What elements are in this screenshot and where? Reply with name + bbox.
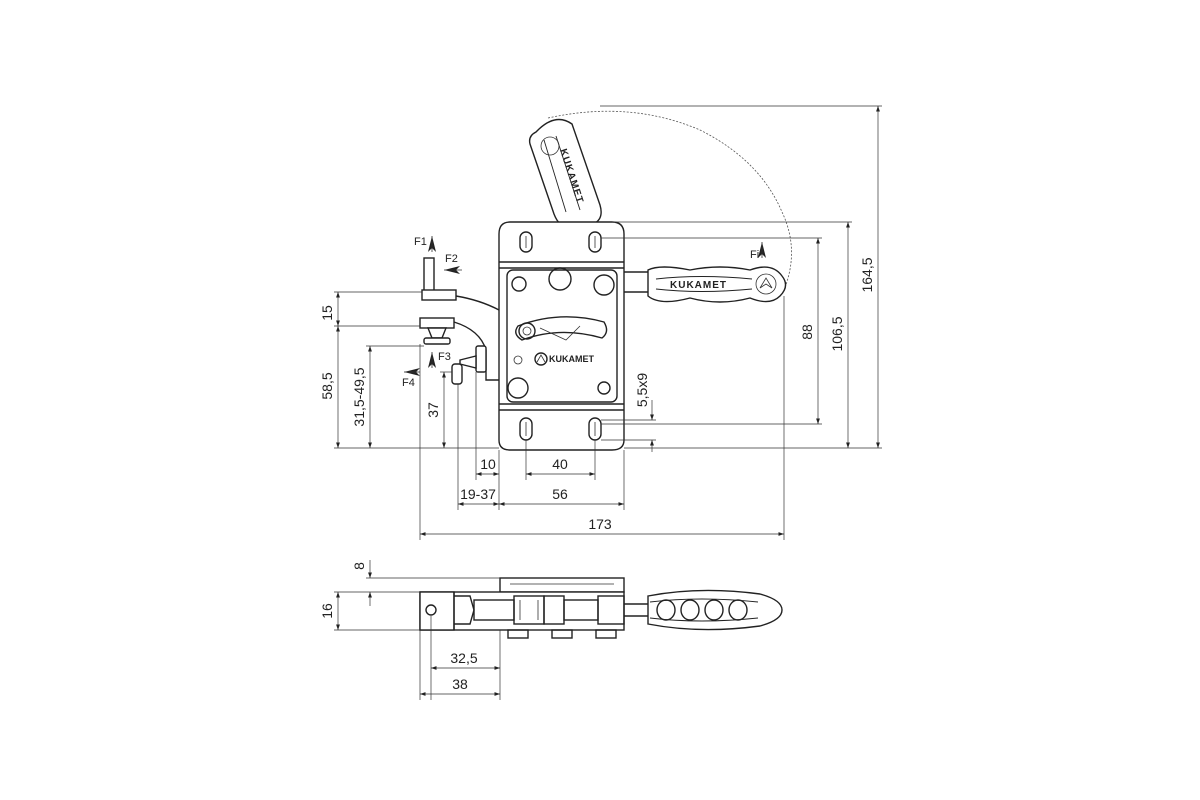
dim-106-5: 106,5 <box>829 316 845 351</box>
dim-15: 15 <box>319 305 335 321</box>
handle-swing-arc <box>547 110 792 291</box>
body-brand-text: KUKAMET <box>549 354 594 364</box>
force-label-f2: F2 <box>445 253 458 265</box>
front-dimensions: 15 58,5 31,5-49,5 37 10 40 <box>319 105 882 540</box>
dim-88: 88 <box>799 324 815 340</box>
front-view: KUKAMET <box>319 105 882 540</box>
handle-brand-text: KUKAMET <box>670 280 727 291</box>
force-label-f4: F4 <box>402 377 415 389</box>
dim-164-5: 164,5 <box>859 257 875 292</box>
dim-173: 173 <box>588 516 612 532</box>
dim-10: 10 <box>480 456 496 472</box>
dim-19-37: 19-37 <box>460 486 496 502</box>
dim-40: 40 <box>552 456 568 472</box>
force-arrows: F1 F2 F3 F4 Fi <box>402 236 766 389</box>
force-label-fi: Fi <box>750 249 759 261</box>
spindle-assembly <box>419 257 500 385</box>
force-label-f3: F3 <box>438 351 451 363</box>
closed-handle: KUKAMET <box>624 266 787 303</box>
dim-5-5x9: 5,5x9 <box>634 373 650 407</box>
force-label-f1: F1 <box>414 236 427 248</box>
dim-16: 16 <box>319 603 335 619</box>
dim-38: 38 <box>452 676 468 692</box>
clamp-body: KUKAMET <box>506 267 618 403</box>
dim-56: 56 <box>552 486 568 502</box>
dim-58-5: 58,5 <box>319 372 335 399</box>
dim-8: 8 <box>351 562 367 570</box>
dim-31-5-49-5: 31,5-49,5 <box>351 367 367 426</box>
dim-32-5: 32,5 <box>450 650 477 666</box>
side-view: 8 16 32,5 38 <box>319 560 783 700</box>
dim-37: 37 <box>425 402 441 418</box>
raised-handle: KUKAMET <box>528 118 602 229</box>
